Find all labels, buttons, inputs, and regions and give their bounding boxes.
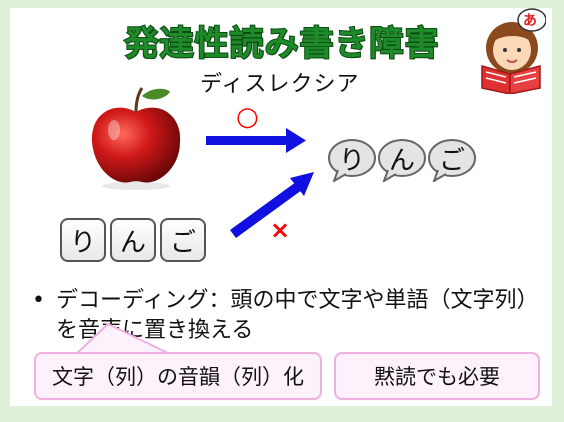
bullet-item: • デコーディング：頭の中で文字や単語（文字列）を音声に置き換える: [32, 286, 556, 346]
speech-bubble-shape: [428, 139, 476, 182]
correct-mark: ○: [236, 102, 259, 132]
speech-bubble: ご: [426, 138, 478, 182]
speech-bubble-shape: [328, 139, 376, 182]
slide-subtitle: ディスレクシア: [200, 72, 360, 97]
speech-bubble: り: [326, 138, 378, 182]
phonological-coding-box: 文字（列）の音韻（列）化: [34, 352, 322, 400]
speech-bubble: ん: [376, 138, 428, 182]
reading-girl-icon: [481, 8, 546, 94]
speech-bubble-shape: [378, 139, 426, 182]
slide-title: 発達性読み書き障害: [124, 23, 440, 65]
speech-bubble-text: ん: [388, 145, 415, 176]
letter-tile: ご: [160, 218, 206, 262]
speech-bubble-row: り ん ご: [326, 138, 476, 182]
letter-tile: り: [60, 218, 106, 262]
bullet-text: デコーディング：頭の中で文字や単語（文字列）を音声に置き換える: [56, 288, 539, 343]
bottom-frame-band: [0, 406, 564, 422]
silent-reading-box: 黙読でも必要: [334, 352, 540, 400]
wrong-mark: ×: [270, 216, 291, 244]
speech-bubble-text: り: [338, 145, 365, 176]
letter-tile: ん: [110, 218, 156, 262]
bullet-marker: •: [32, 288, 45, 313]
apple-icon: [91, 87, 181, 190]
letter-tile-row: り ん ご: [60, 218, 206, 262]
speech-bubble-text: ご: [438, 145, 465, 176]
girl-speech-badge: あ: [523, 13, 537, 29]
